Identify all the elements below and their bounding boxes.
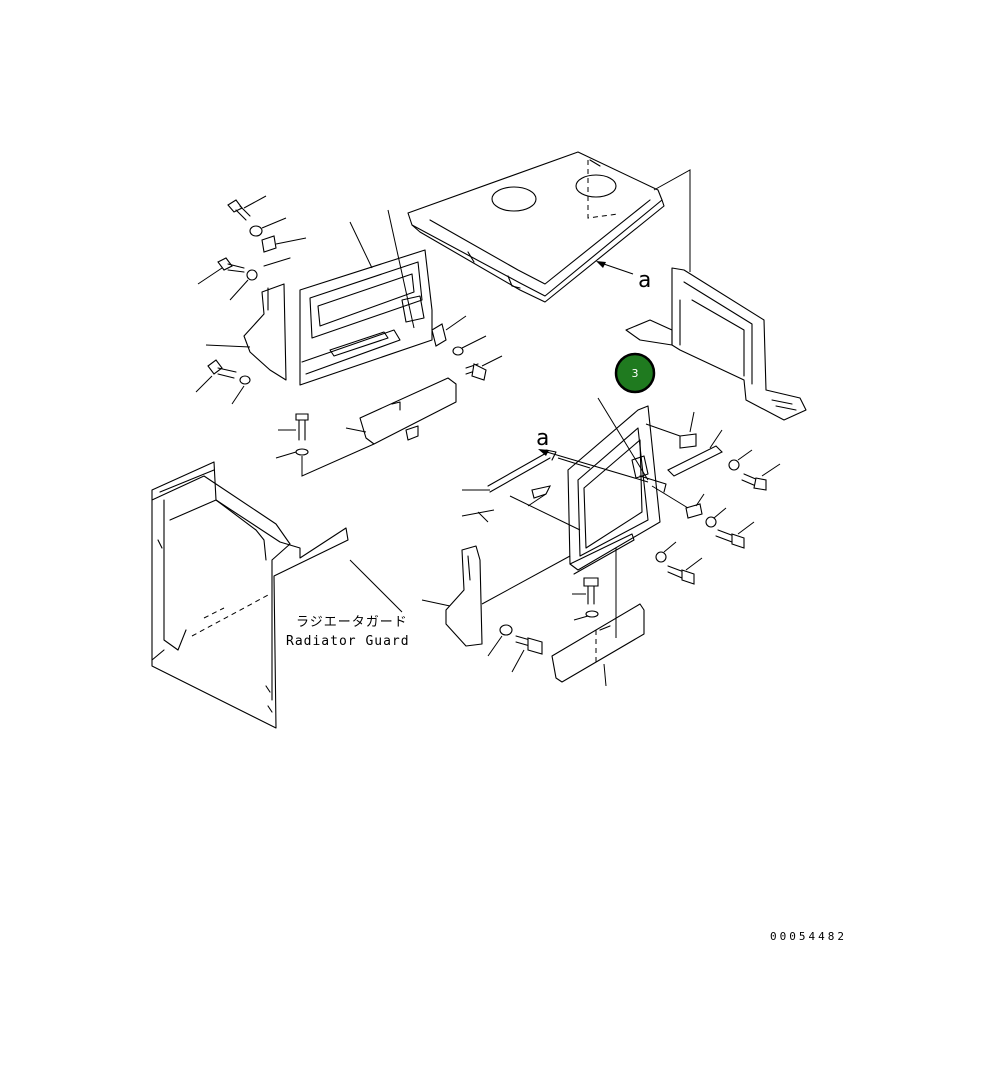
leader-radiator-guard [349,559,403,613]
bolt-8 [667,565,695,585]
washer-9 [499,624,513,636]
washer-10 [585,610,599,618]
right-lower-frame [567,405,667,575]
view-a-label-lower: a [536,426,549,451]
lower-bracket-right [551,603,645,683]
top-cover-plate [407,151,665,303]
bolt-9 [515,635,543,655]
view-a-label-upper: a [638,268,651,293]
clip-5 [531,485,552,499]
left-side-plate [243,283,287,381]
washer-1 [249,225,263,237]
washer-2 [246,269,258,281]
washer-8 [655,551,667,563]
clip-3 [679,433,697,449]
stay-rod [487,449,557,493]
bolt-5 [295,413,309,441]
bolt-6 [741,473,767,491]
bolt-1 [227,199,251,221]
radiator-guard [151,461,349,729]
bolt-10 [583,577,599,605]
leader-top-cover [653,169,691,272]
bolt-3 [207,359,237,379]
washer-7 [705,516,717,528]
document-number: 00054482 [770,930,847,943]
bolt-7 [715,529,745,549]
lower-side-plate [445,545,483,647]
arrow-a-lower [538,449,649,483]
lower-bracket-left [359,377,457,445]
bolt-2 [217,257,245,273]
clip-4 [685,503,703,519]
radiator-guard-label-en: Radiator Guard [286,634,410,649]
bolt-4 [465,363,487,381]
washer-6 [728,459,740,471]
washer-4 [452,346,464,356]
left-upper-frame [299,249,433,386]
clip-nut-1 [261,235,277,253]
washer-5 [295,448,309,456]
callout-3[interactable]: 3 [614,352,656,394]
washer-3 [239,375,251,385]
leader-2 [387,209,415,329]
leader-lower-bracket [345,427,367,433]
leader-side-plate [205,344,251,348]
leader-callout-3-part [597,397,649,481]
hinge-bar-1 [667,445,723,477]
arrow-a-upper [596,261,634,275]
leader-1 [349,221,373,269]
callout-3-number: 3 [632,367,639,380]
support-frame [625,267,807,421]
clip-2 [431,323,447,347]
radiator-guard-label-jp: ラジエータガード [296,615,408,630]
